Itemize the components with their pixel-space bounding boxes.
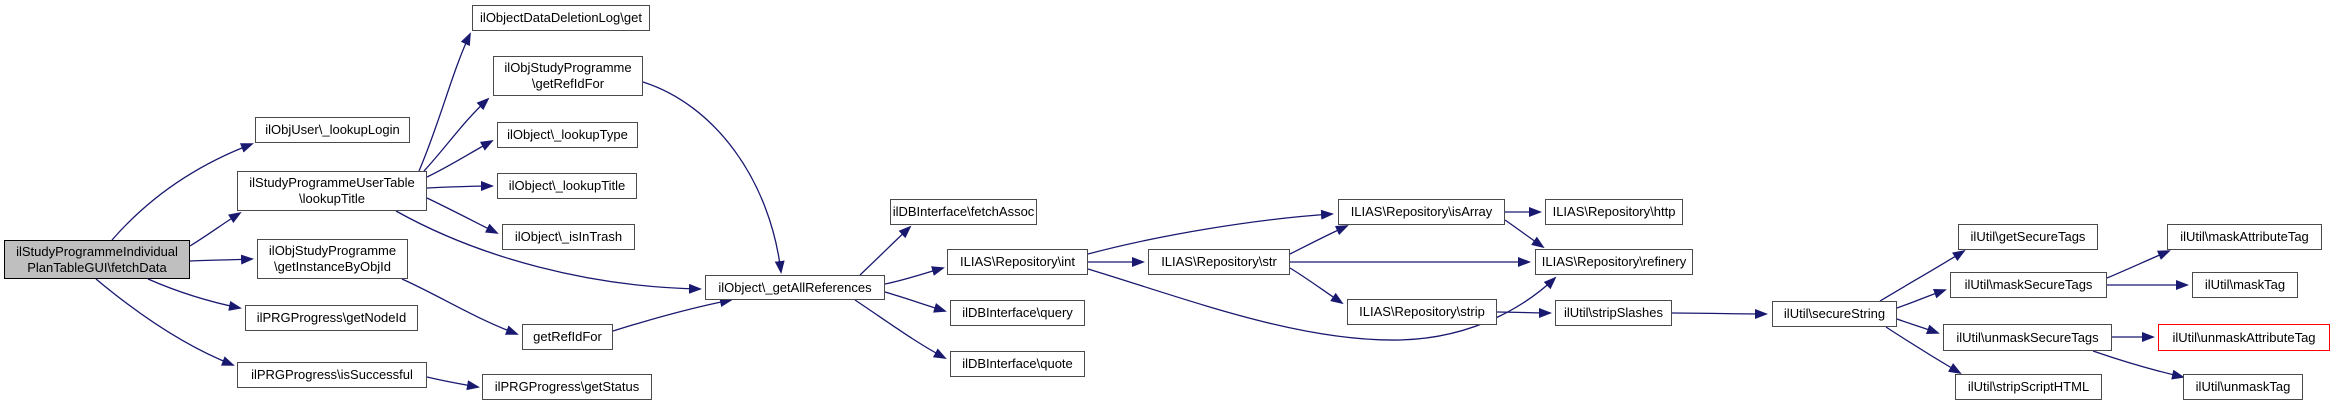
edge-get-all-references-db-quote — [854, 299, 947, 359]
edge-lookup-title-is-in-trash — [426, 197, 499, 234]
edge-secure-string-get-secure-tags — [1879, 249, 1966, 302]
node-lookup-title[interactable]: ilStudyProgrammeUserTable \lookupTitle — [237, 171, 427, 211]
edge-get-instance-by-obj-id-get-ref-id-for — [401, 278, 519, 335]
edge-fetch-data-is-successful — [95, 278, 235, 366]
node-get-node-id[interactable]: ilPRGProgress\getNodeId — [245, 305, 418, 331]
edge-unmask-secure-tags-unmask-tag — [2092, 350, 2185, 380]
node-get-all-references[interactable]: ilObject\_getAllReferences — [705, 275, 885, 300]
node-repo-http[interactable]: ILIAS\Repository\http — [1545, 199, 1683, 225]
node-deletion-log-get[interactable]: ilObjectDataDeletionLog\get — [472, 5, 650, 31]
edge-lookup-title-lookup-type — [426, 140, 494, 178]
edge-is-successful-get-status — [426, 376, 480, 391]
node-unmask-secure-tags[interactable]: ilUtil\unmaskSecureTags — [1943, 324, 2112, 351]
node-fetch-data: ilStudyProgrammeIndividual PlanTableGUI\… — [4, 240, 190, 279]
edge-get-ref-id-for-get-all-references — [612, 297, 733, 332]
edge-fetch-data-get-node-id — [147, 278, 242, 311]
node-get-status[interactable]: ilPRGProgress\getStatus — [482, 374, 652, 400]
edge-lookup-title-get-ref-id-for-top — [423, 97, 490, 172]
edge-secure-string-mask-secure-tags — [1896, 288, 1947, 309]
edge-get-all-references-fetch-assoc — [859, 225, 912, 276]
node-mask-tag[interactable]: ilUtil\maskTag — [2192, 272, 2298, 298]
edge-get-all-references-repo-int — [884, 266, 945, 285]
edge-repo-str-repo-strip — [1289, 267, 1344, 305]
edge-secure-string-unmask-secure-tags — [1896, 318, 1940, 335]
edge-get-ref-id-for-top-get-all-references — [642, 81, 785, 274]
node-unmask-attribute-tag[interactable]: ilUtil\unmaskAttributeTag — [2158, 324, 2330, 351]
node-repo-int[interactable]: ILIAS\Repository\int — [947, 249, 1088, 275]
edge-repo-int-repo-refinery — [1087, 268, 1557, 341]
edge-lookup-title-lookup-title-obj — [426, 181, 494, 192]
node-db-quote[interactable]: ilDBInterface\quote — [950, 351, 1085, 377]
node-is-successful[interactable]: ilPRGProgress\isSuccessful — [237, 362, 427, 388]
edge-fetch-data-lookup-title — [189, 211, 242, 247]
node-get-instance-by-obj-id[interactable]: ilObjStudyProgramme \getInstanceByObjId — [257, 239, 408, 279]
node-strip-slashes[interactable]: ilUtil\stripSlashes — [1555, 300, 1672, 326]
node-repo-is-array[interactable]: ILIAS\Repository\isArray — [1338, 199, 1505, 225]
node-get-ref-id-for[interactable]: getRefIdFor — [522, 324, 613, 350]
edge-secure-string-strip-script-html — [1885, 326, 1962, 375]
edge-repo-int-repo-is-array — [1087, 209, 1334, 255]
edge-lookup-title-deletion-log-get — [418, 32, 471, 172]
node-get-secure-tags[interactable]: ilUtil\getSecureTags — [1958, 224, 2098, 250]
node-mask-attribute-tag[interactable]: ilUtil\maskAttributeTag — [2167, 224, 2322, 250]
node-fetch-assoc[interactable]: ilDBInterface\fetchAssoc — [890, 199, 1037, 225]
edge-strip-slashes-secure-string — [1671, 308, 1768, 319]
node-secure-string[interactable]: ilUtil\secureString — [1772, 301, 1897, 327]
node-repo-strip[interactable]: ILIAS\Repository\strip — [1347, 299, 1497, 325]
edge-lookup-title-get-all-references — [395, 210, 702, 294]
node-lookup-title-obj[interactable]: ilObject\_lookupTitle — [497, 173, 637, 199]
edge-repo-str-repo-is-array — [1289, 225, 1349, 255]
node-repo-refinery[interactable]: ILIAS\Repository\refinery — [1535, 249, 1693, 275]
edge-repo-strip-strip-slashes — [1496, 307, 1552, 318]
node-get-ref-id-for-top[interactable]: ilObjStudyProgramme \getRefIdFor — [493, 56, 643, 96]
node-lookup-login[interactable]: ilObjUser\_lookupLogin — [255, 117, 410, 143]
edge-fetch-data-get-instance-by-obj-id — [189, 254, 254, 265]
node-strip-script-html[interactable]: ilUtil\stripScriptHTML — [1955, 374, 2102, 400]
node-unmask-tag[interactable]: ilUtil\unmaskTag — [2183, 374, 2303, 400]
edge-mask-secure-tags-mask-attribute-tag — [2106, 250, 2171, 279]
node-db-query[interactable]: ilDBInterface\query — [950, 300, 1085, 326]
node-mask-secure-tags[interactable]: ilUtil\maskSecureTags — [1950, 272, 2107, 298]
edge-get-all-references-db-query — [884, 291, 947, 313]
edge-repo-is-array-repo-refinery — [1504, 219, 1545, 249]
edge-fetch-data-lookup-login — [111, 143, 254, 241]
node-repo-str[interactable]: ILIAS\Repository\str — [1148, 249, 1290, 275]
node-is-in-trash[interactable]: ilObject\_isInTrash — [502, 224, 635, 250]
node-lookup-type[interactable]: ilObject\_lookupType — [497, 122, 638, 148]
